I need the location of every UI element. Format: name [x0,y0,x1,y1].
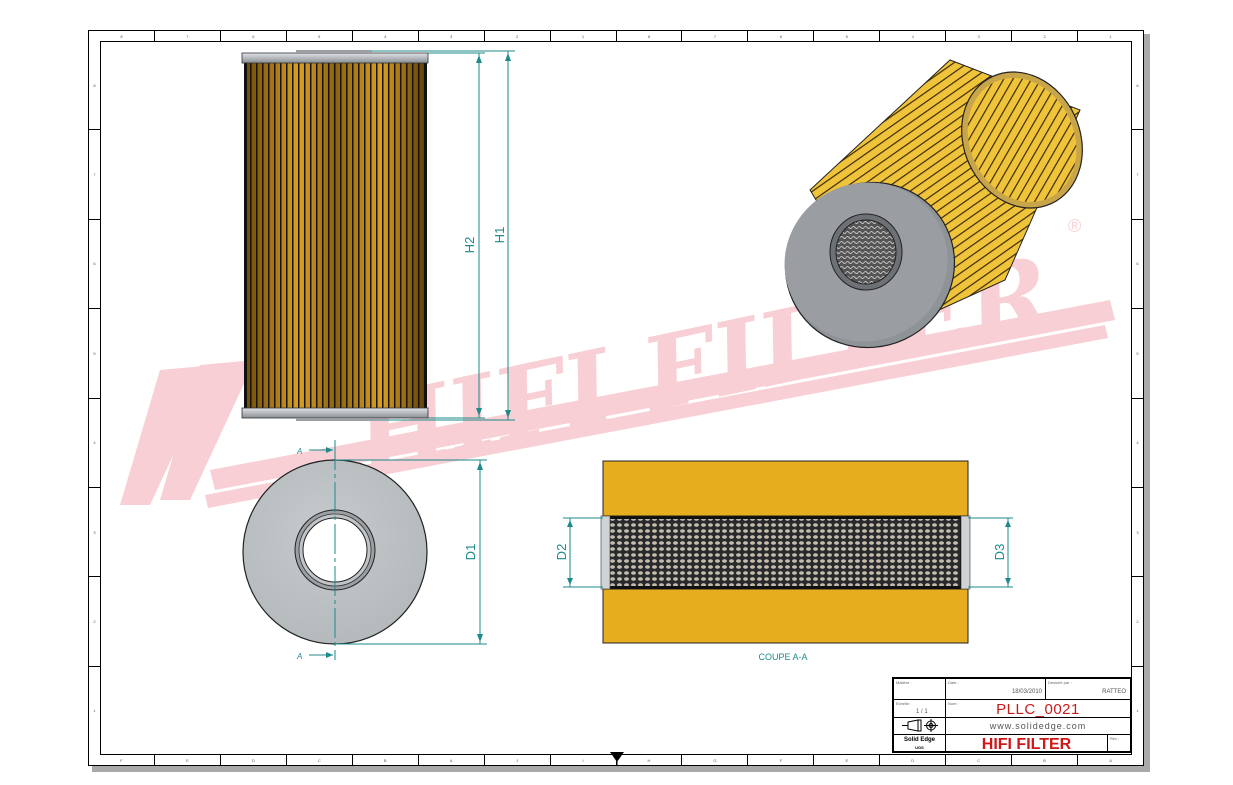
tb-dessine-cell: Dessiné par : RATTEO [1046,679,1130,699]
zone-label: 6 [221,31,287,41]
tb-nom-cell: Nom : PLLC_0021 [946,700,1130,718]
zone-label: 2 [1012,31,1079,41]
zone-label: 7 [89,130,100,220]
zone-label: 4 [880,31,947,41]
section-mark-a-bottom: A [296,652,302,661]
zone-label: C [946,755,1013,765]
zone-label: 2 [1132,577,1143,667]
echelle-value: 1 / 1 [916,709,928,715]
zone-ruler-bottom: F E D C B A J I H G F E D C B A [89,755,1143,765]
zone-label: J [485,755,551,765]
zone-label: 5 [814,31,881,41]
zone-label: 8 [89,31,155,41]
zone-ruler-top: 8 7 6 5 4 3 2 1 8 7 6 5 4 3 2 1 [89,31,1143,41]
nom-label: Nom : [948,701,959,706]
zone-label: 2 [485,31,551,41]
zone-label: 8 [1132,41,1143,131]
zone-label: 1 [1136,708,1139,714]
zone-label: 5 [89,309,100,399]
zone-label: 6 [748,31,815,41]
zone-label: 1 [551,31,617,41]
zone-label: 6 [89,220,100,310]
zone-label: 1 [1109,33,1112,39]
projection-symbol-icon [902,719,938,732]
matiere-label: Matière : [896,680,912,685]
dim-d1-label: D1 [463,544,478,561]
zone-label: 5 [1132,309,1143,399]
dim-d2-label: D2 [554,544,569,561]
dim-d3-label: D3 [992,544,1007,561]
section-caption: COUPE A-A [758,652,807,662]
tb-date-cell: Date : 18/03/2010 [946,679,1046,699]
dessine-label: Dessiné par : [1048,680,1072,685]
front-elevation-view [241,50,429,421]
tb-row-2: Echelle : 1 / 1 Nom : PLLC_0021 [894,700,1130,718]
zone-label: 7 [682,31,749,41]
section-view [563,460,1013,644]
zone-label: D [221,755,287,765]
zone-label: D [880,755,947,765]
zone-ruler-right: 8 7 6 5 4 3 2 1 [1132,41,1143,755]
tb-projection-cell [894,718,946,734]
center-mark-icon [610,752,624,766]
section-mark-a-top: A [296,447,302,456]
tb-row-1: Matière : Date : 18/03/2010 Dessiné par … [894,679,1130,700]
end-view [242,440,487,660]
zone-label: H [617,755,683,765]
zone-label: F [748,755,815,765]
zone-label: G [682,755,749,765]
zone-label: 8 [89,41,100,131]
tb-matiere-cell: Matière : [894,679,946,699]
date-value: 18/03/2010 [1011,689,1042,695]
date-label: Date : [948,680,959,685]
zone-label: 3 [89,488,100,578]
zone-label: B [1012,755,1079,765]
software-name: Solid Edge [903,737,935,743]
dessine-value: RATTEO [1102,689,1126,695]
zone-label: 1 [93,708,96,714]
tb-website-cell: www.solidedge.com [946,718,1130,734]
height-dimensions [372,50,515,421]
zone-label: 8 [617,31,683,41]
zone-label: 5 [287,31,353,41]
dim-h1-label: H1 [492,227,507,244]
drawing-number: PLLC_0021 [996,701,1080,718]
tb-row-4: Solid Edge UGS HIFI FILTER Rev : [894,735,1130,753]
zone-label: 4 [89,399,100,488]
isometric-view [784,59,1083,349]
zone-label: 4 [1132,399,1143,488]
tb-software-cell: Solid Edge UGS [894,735,946,751]
software-sub: UGS [915,745,924,750]
zone-label: F [89,755,155,765]
zone-label: A [1109,757,1112,763]
zone-label: 4 [353,31,419,41]
registered-mark: ® [1068,216,1081,236]
zone-label: E [155,755,221,765]
tb-echelle-cell: Echelle : 1 / 1 [894,700,946,717]
zone-label: 2 [89,577,100,667]
tb-row-3: www.solidedge.com [894,718,1130,735]
zone-ruler-left: 8 7 6 5 4 3 2 1 [89,41,100,755]
zone-label: E [814,755,881,765]
echelle-label: Echelle : [896,701,912,706]
rev-label: Rev : [1110,736,1120,741]
company-name: HIFI FILTER [981,736,1072,753]
zone-label: 7 [155,31,221,41]
zone-label: A [419,755,485,765]
zone-label: 6 [1132,220,1143,310]
website-text: www.solidedge.com [989,721,1087,731]
dim-h2-label: H2 [462,237,477,254]
zone-label: 3 [419,31,485,41]
tb-company-cell: HIFI FILTER [946,735,1108,753]
zone-label: B [353,755,419,765]
zone-label: 7 [1132,130,1143,220]
zone-label: 3 [946,31,1013,41]
tb-rev-cell: Rev : [1108,735,1130,751]
zone-label: 3 [1132,488,1143,578]
zone-label: C [287,755,353,765]
title-block: Matière : Date : 18/03/2010 Dessiné par … [892,677,1132,753]
